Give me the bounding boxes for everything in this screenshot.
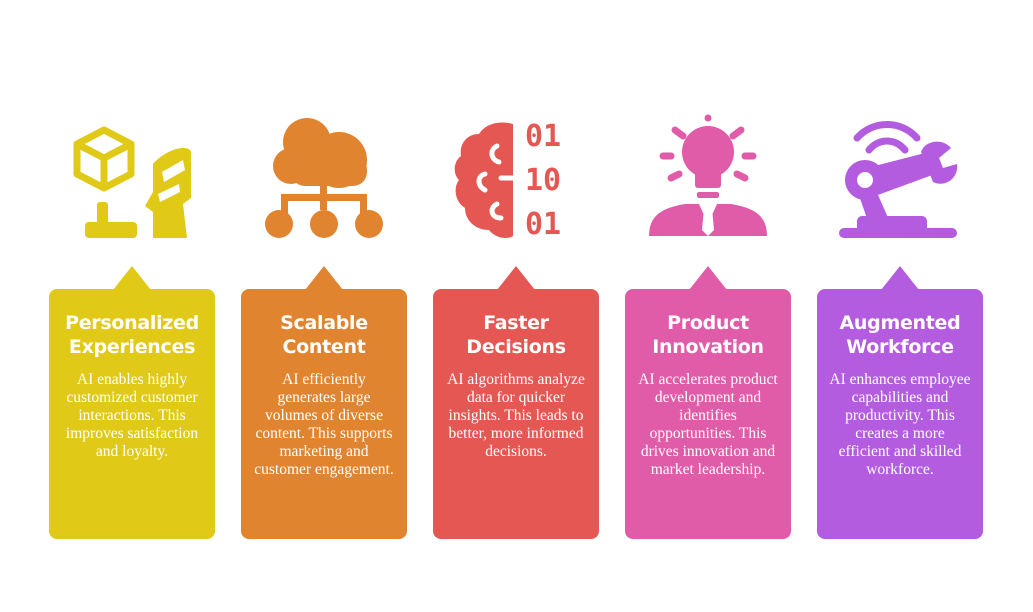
cube-hand-head-icon <box>49 112 215 246</box>
card-pointer <box>881 266 919 290</box>
column-augmented-workforce: Augmented Workforce AI enhances employee… <box>817 0 983 612</box>
column-faster-decisions: 01 10 01 Faster Decisions AI algorithms … <box>433 0 599 612</box>
card-description: AI accelerates product development and i… <box>638 371 778 478</box>
card-description: AI enables highly customized customer in… <box>65 371 199 460</box>
binary-row-3: 01 <box>525 207 561 242</box>
robotic-arm-icon <box>817 112 983 246</box>
card-title: Augmented Workforce <box>839 312 961 358</box>
card-pointer <box>497 266 535 290</box>
card-personalized-experiences: Personalized Experiences AI enables high… <box>49 289 215 539</box>
column-product-innovation: Product Innovation AI accelerates produc… <box>625 0 791 612</box>
card-scalable-content: Scalable Content AI efficiently generate… <box>241 289 407 539</box>
card-pointer <box>305 266 343 290</box>
card-title: Scalable Content <box>280 312 368 358</box>
card-description: AI algorithms analyze data for quicker i… <box>447 371 585 460</box>
brain-binary-icon: 01 10 01 <box>433 112 599 246</box>
card-augmented-workforce: Augmented Workforce AI enhances employee… <box>817 289 983 539</box>
card-title: Faster Decisions <box>466 312 566 358</box>
card-pointer <box>689 266 727 290</box>
card-faster-decisions: Faster Decisions AI algorithms analyze d… <box>433 289 599 539</box>
card-description: AI efficiently generates large volumes o… <box>254 371 394 478</box>
card-pointer <box>113 266 151 290</box>
card-title: Product Innovation <box>652 312 764 358</box>
card-title: Personalized Experiences <box>65 312 199 358</box>
binary-row-1: 01 <box>525 119 561 154</box>
binary-row-2: 10 <box>525 163 561 198</box>
column-scalable-content: Scalable Content AI efficiently generate… <box>241 0 407 612</box>
lightbulb-person-icon <box>625 112 791 246</box>
card-product-innovation: Product Innovation AI accelerates produc… <box>625 289 791 539</box>
column-personalized-experiences: Personalized Experiences AI enables high… <box>49 0 215 612</box>
cloud-network-icon <box>241 112 407 246</box>
card-description: AI enhances employee capabilities and pr… <box>829 371 971 478</box>
